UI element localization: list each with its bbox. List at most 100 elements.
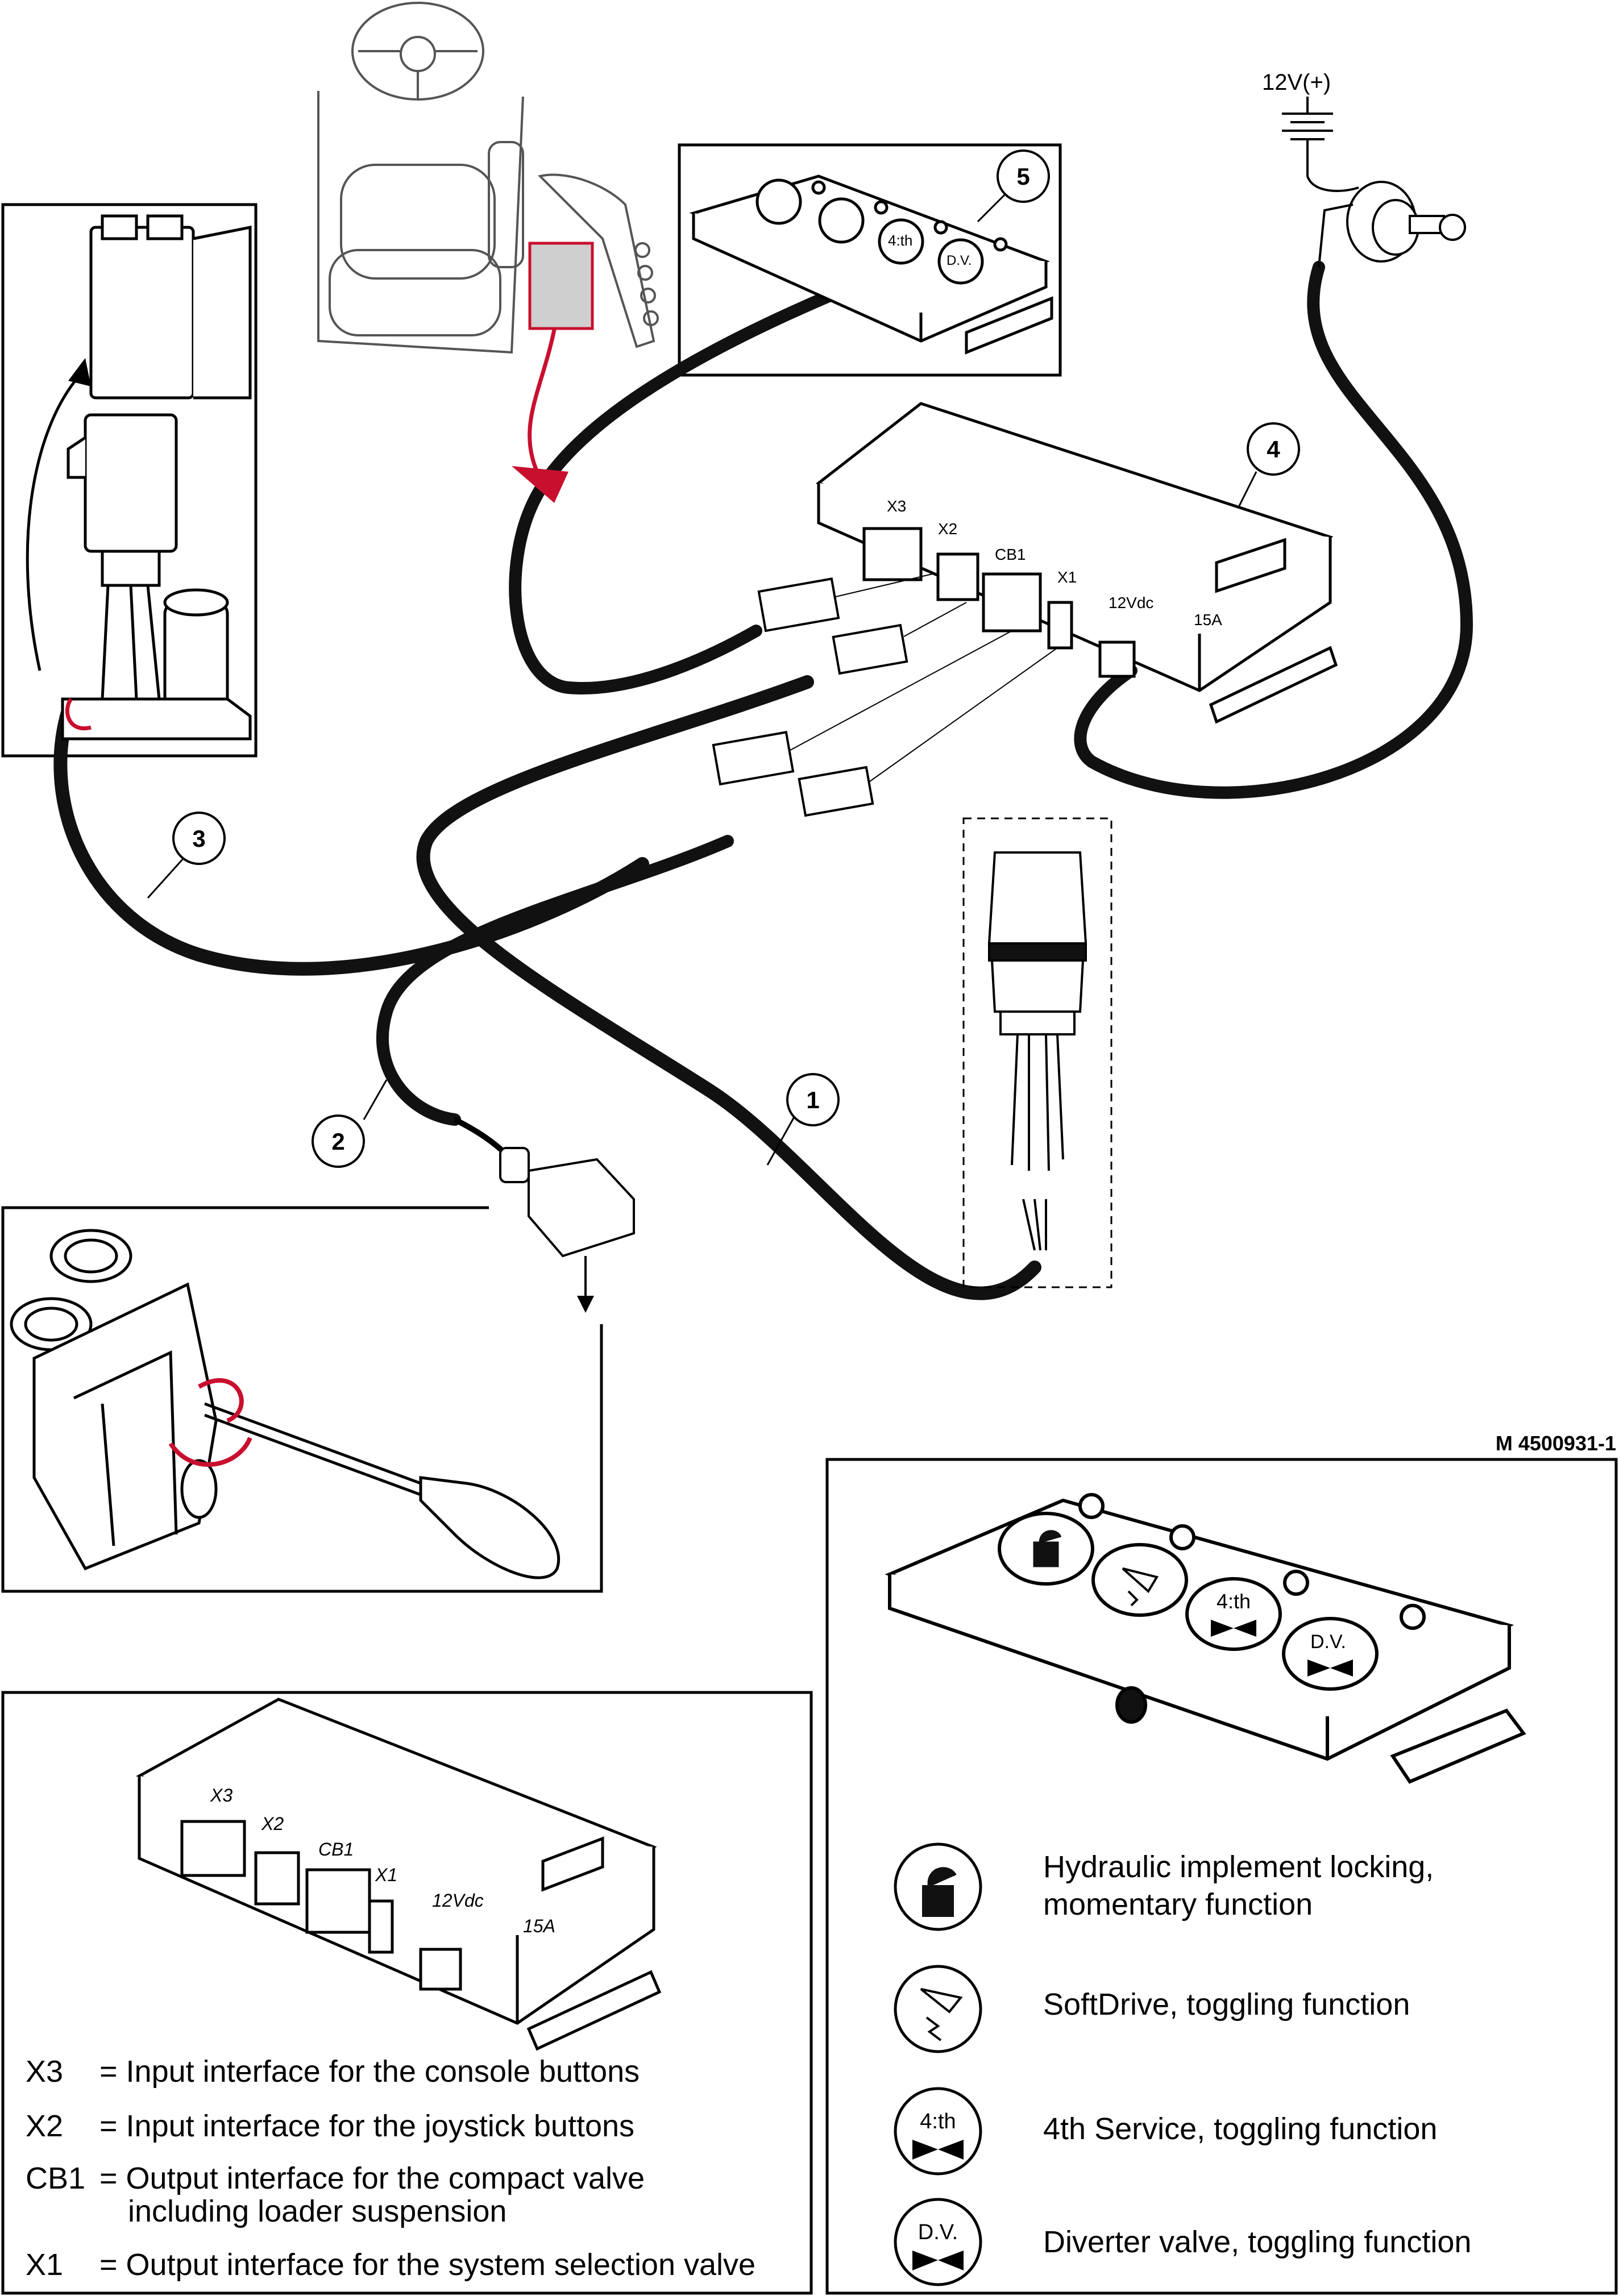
- screwdriver: [204, 1402, 560, 1579]
- legend-lock-line1: Hydraulic implement locking,: [1043, 1850, 1434, 1884]
- diverter-valve-icon-glyph: [912, 2251, 938, 2270]
- cab-sketch: [317, 2, 659, 354]
- legend-fourth-text: 4th Service, toggling function: [1043, 2110, 1437, 2148]
- callout-3-circle: [172, 812, 226, 865]
- ecu-main-cb1: CB1: [995, 546, 1026, 563]
- joystick-dashed-frame: [962, 817, 1112, 1288]
- ecu-legend-x2: X2: [261, 1813, 284, 1834]
- keypad-inset-frame: [678, 143, 1062, 377]
- callout-2: 2: [331, 1128, 344, 1155]
- softdrive-icon: [894, 1965, 982, 2053]
- valve-block: [10, 1229, 218, 1571]
- battery-symbol: [1282, 97, 1359, 192]
- plug-arrow-head: [577, 1296, 594, 1313]
- cable-1: [416, 675, 1041, 1300]
- ecu-legend-cb1: CB1: [318, 1839, 354, 1860]
- fourth-service-icon-glyph-2: [938, 2140, 964, 2160]
- legend-fourth-line1: 4th Service, toggling function: [1043, 2112, 1438, 2146]
- fourth-service-icon-label: 4:th: [920, 2110, 956, 2133]
- legend-lock-text: Hydraulic implement locking, momentary f…: [1043, 1848, 1434, 1923]
- valve-inset-frame: [1, 1206, 603, 1593]
- ecu-legend-row-cb1-cont: including loader suspension: [128, 2193, 507, 2230]
- keypad-small-dv-label: D.V.: [947, 253, 972, 268]
- ecu-legend-row-x2-code: X2: [26, 2109, 64, 2143]
- ecu-legend-row-cb1-text2: including loader suspension: [128, 2194, 507, 2228]
- callout-5: 5: [1016, 163, 1029, 190]
- connector-inset: [61, 214, 252, 741]
- ecu-legend-labels: X3 X2 CB1 X1 12Vdc 15A: [210, 1785, 555, 1936]
- connector-arrow-head: [68, 358, 91, 386]
- red-rotate-arrow-1: [198, 1378, 244, 1423]
- red-location-arrow-head: [512, 466, 568, 503]
- red-clip: [65, 697, 92, 731]
- ecu-legend-row-cb1-text: = Output interface for the compact valve: [99, 2161, 645, 2195]
- legend-diverter-line1: Diverter valve, toggling function: [1043, 2225, 1472, 2259]
- callouts: 3 2 1 4 5: [147, 149, 1300, 1168]
- callout-2-circle: [312, 1114, 365, 1168]
- ecu-main-x2: X2: [938, 520, 957, 538]
- callout-1: 1: [806, 1087, 819, 1113]
- legend-softdrive-text: SoftDrive, toggling function: [1043, 1986, 1410, 2023]
- ecu-legend-row-x3-code: X3: [26, 2054, 64, 2089]
- ecu-legend-row-cb1-code: CB1: [26, 2161, 86, 2195]
- ecu-legend-frame: [1, 1691, 813, 2295]
- ecu-main-x3: X3: [887, 497, 906, 515]
- ecu-legend-row-x1-code: X1: [26, 2248, 64, 2282]
- ecu-legend-row-x1: X1 = Output interface for the system sele…: [26, 2246, 755, 2283]
- callout-5-circle: [997, 149, 1050, 203]
- supply-label: 12V(+): [1262, 70, 1331, 95]
- ignition-key: [1318, 181, 1466, 268]
- ecu-main-fuse: 15A: [1194, 611, 1222, 629]
- ecu-legend-row-cb1: CB1 = Output interface for the compact va…: [26, 2160, 645, 2197]
- guide-lines: [790, 573, 1058, 782]
- keypad-large-dv-glyph: [1307, 1659, 1330, 1677]
- keypad-large-fourth-glyph: [1211, 1620, 1234, 1637]
- keypad-large-dv-label: D.V.: [1310, 1631, 1346, 1653]
- ecu-main-labels: X3 X2 CB1 X1 12Vdc 15A: [887, 497, 1222, 629]
- keypad-small-fourth-label: 4:th: [888, 232, 912, 249]
- callout-3: 3: [192, 825, 205, 852]
- ecu-legend-row-x3-text: = Input interface for the console button…: [99, 2054, 640, 2089]
- keypad-large-fourth-glyph-2: [1234, 1620, 1256, 1637]
- fourth-service-icon-glyph: [912, 2140, 938, 2160]
- ecu-legend-row-x1-text: = Output interface for the system select…: [99, 2248, 756, 2282]
- ecu-main-x1: X1: [1057, 568, 1077, 586]
- cable-12v: [1074, 261, 1473, 799]
- keypad-small: [689, 174, 1053, 355]
- diverter-valve-icon-label: D.V.: [918, 2220, 958, 2244]
- diverter-valve-icon-glyph-2: [938, 2251, 964, 2270]
- callout-4: 4: [1267, 436, 1280, 463]
- keypad-large-softdrive-glyph: [1122, 1567, 1159, 1607]
- callout-4-circle: [1247, 422, 1300, 476]
- ecu-main-12v: 12Vdc: [1109, 594, 1153, 612]
- keypad-large: [885, 1493, 1526, 1784]
- ecu-legend-row-x2-text: = Input interface for the joystick butto…: [99, 2109, 635, 2143]
- ecu-legend-drawing: [136, 1698, 662, 2051]
- keypad-large-dv-glyph-2: [1330, 1659, 1353, 1677]
- red-location-arrow: [528, 329, 557, 490]
- connector-inset-frame: [1, 203, 258, 758]
- figure-ref: M 4500931-1: [1496, 1432, 1616, 1455]
- keypad-large-lock-glyph: [1033, 1530, 1062, 1567]
- cable-2-plug: [453, 1117, 635, 1258]
- ecu-legend-x3: X3: [210, 1785, 233, 1806]
- keypad-location-highlight: [528, 242, 594, 330]
- ecu-legend-row-x3: X3 = Input interface for the console butt…: [26, 2053, 640, 2090]
- ecu-main: [816, 402, 1338, 724]
- cable-2: [376, 835, 734, 1126]
- ecu-legend-x1: X1: [375, 1865, 397, 1885]
- callout-1-circle: [786, 1073, 840, 1126]
- lock-icon-glyph: [922, 1867, 957, 1917]
- connector-arrow: [26, 368, 86, 671]
- softdrive-icon-glyph: [920, 1988, 963, 2041]
- plugs: [712, 577, 908, 817]
- ecu-legend-fuse: 15A: [523, 1916, 555, 1936]
- legend-lock-line2: momentary function: [1043, 1887, 1313, 1921]
- joystick: [987, 851, 1087, 1251]
- cables: [53, 261, 1473, 1300]
- cable-3: [53, 704, 649, 976]
- cable-5: [509, 289, 836, 694]
- legend-diverter-text: Diverter valve, toggling function: [1043, 2223, 1471, 2261]
- legend-softdrive-line1: SoftDrive, toggling function: [1043, 1987, 1410, 2022]
